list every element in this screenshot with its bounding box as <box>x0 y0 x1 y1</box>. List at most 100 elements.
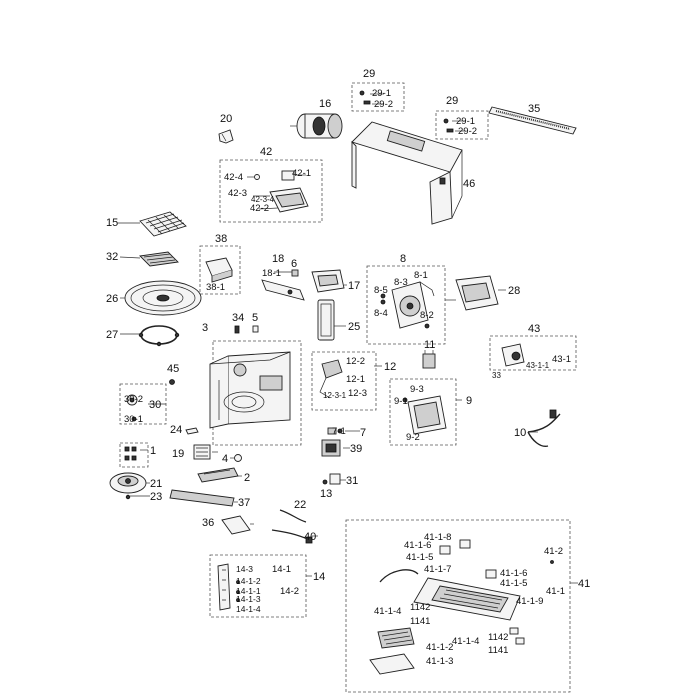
label-29: 29 <box>363 68 375 80</box>
part-28-duct-plate <box>455 275 499 311</box>
part-38-duct <box>205 257 233 283</box>
label-14-1-2: 14-1-2 <box>236 576 261 586</box>
label-14-1-3: 14-1-3 <box>236 594 261 604</box>
label-12-3: 12-3 <box>348 388 367 399</box>
label-30: 30 <box>149 399 161 411</box>
part-9-transformer-base <box>402 395 447 435</box>
label-17: 17 <box>348 280 360 292</box>
label-39: 39 <box>350 443 362 455</box>
label-45: 45 <box>167 363 179 375</box>
label-12-3-1: 12-3-1 <box>323 391 347 400</box>
label-18-1: 18-1 <box>262 268 281 279</box>
part-13-screw <box>322 479 328 485</box>
part-7-diode <box>327 427 343 435</box>
label-41-1: 41-1 <box>546 586 565 597</box>
part-27-roller-ring <box>138 325 180 347</box>
group-box-41 <box>345 519 571 693</box>
label-23: 23 <box>150 491 162 503</box>
label-14-1: 14-1 <box>272 564 291 575</box>
label-41-1-5: 41-1-5 <box>406 552 433 563</box>
label-1141: 1141 <box>488 645 508 656</box>
label-14-1-4: 14-1-4 <box>236 604 261 614</box>
part-19-keypad <box>193 444 211 460</box>
label-41-2: 41-2 <box>544 546 563 557</box>
label-29-2: 29-2 <box>374 99 393 110</box>
label-6: 6 <box>291 258 297 270</box>
label-35: 35 <box>528 103 540 115</box>
part-3-oven-cavity <box>209 351 291 429</box>
label-14-2: 14-2 <box>280 586 299 597</box>
part-26-turntable-tray <box>124 280 202 316</box>
label-13: 13 <box>320 488 332 500</box>
label-8-2: 8-2 <box>420 310 434 321</box>
label-9: 9 <box>466 395 472 407</box>
label-9-3: 9-3 <box>410 384 424 395</box>
label-41: 41 <box>578 578 590 590</box>
label-3: 3 <box>202 322 208 334</box>
group-box-29b <box>435 110 489 140</box>
part-37-handle <box>169 489 235 507</box>
label-8-4: 8-4 <box>374 308 388 319</box>
group-box-43 <box>489 335 577 371</box>
part-32-grease-filter <box>139 251 179 267</box>
label-11: 11 <box>424 339 435 351</box>
group-box-9 <box>389 378 457 446</box>
label-18: 18 <box>272 253 284 265</box>
part-21-turntable-coupler <box>109 472 147 494</box>
part-30-motor-coupler <box>126 394 138 422</box>
label-32: 32 <box>106 251 118 263</box>
part-45-grommet <box>169 379 175 385</box>
part-16-fan-motor <box>290 113 343 139</box>
part-46-outer-case <box>351 121 463 225</box>
label-41-1-5: 41-1-5 <box>500 578 527 589</box>
label-41-1-9: 41-1-9 <box>516 596 543 607</box>
label-41-1-6: 41-1-6 <box>500 568 527 579</box>
part-6-switch <box>291 269 299 277</box>
label-30-2: 30-2 <box>124 394 143 405</box>
label-4: 4 <box>222 453 228 465</box>
label-36: 36 <box>202 517 214 529</box>
label-30-1: 30-1 <box>124 414 143 425</box>
label-24: 24 <box>170 424 182 436</box>
part-24-screw <box>185 427 199 435</box>
label-28: 28 <box>508 285 520 297</box>
label-29-1: 29-1 <box>372 88 391 99</box>
label-14-1-3: 14-3 <box>236 564 253 574</box>
label-46: 46 <box>463 178 475 190</box>
part-11-fuse <box>422 350 436 369</box>
label-9-2: 9-2 <box>406 432 420 443</box>
part-31-switch-holder <box>329 473 341 485</box>
label-42-2: 42-2 <box>250 203 269 214</box>
part-43-thermostat <box>501 343 525 367</box>
label-2: 2 <box>244 472 250 484</box>
label-42-3: 42-3 <box>228 188 247 199</box>
part-4-knob <box>234 454 242 462</box>
group-box-1 <box>119 442 149 468</box>
part-29-kit-b <box>443 118 454 133</box>
label-1142: 1142 <box>488 632 508 643</box>
part-17-latch-board <box>311 269 345 293</box>
part-20-bracket <box>218 129 234 144</box>
part-2-control-panel <box>197 467 239 483</box>
label-29-2: 29-2 <box>458 126 477 137</box>
label-37: 37 <box>238 497 250 509</box>
label-41-1-3: 41-1-3 <box>426 656 453 667</box>
label-25: 25 <box>348 321 360 333</box>
part-23-screw <box>125 494 131 500</box>
label-14-1-1: 14-1-1 <box>236 586 261 596</box>
part-8-fan-assembly <box>380 281 435 329</box>
label-26: 26 <box>106 293 118 305</box>
part-29-kit-a <box>359 90 371 105</box>
part-22-wire <box>279 509 307 523</box>
label-22: 22 <box>294 499 306 511</box>
label-12-2: 12-2 <box>346 356 365 367</box>
label-14: 14 <box>313 571 325 583</box>
label-8-3: 8-3 <box>394 277 408 288</box>
label-29: 29 <box>446 95 458 107</box>
label-34: 34 <box>232 312 244 324</box>
label-27: 27 <box>106 329 118 341</box>
part-1-latch-kit <box>124 446 137 461</box>
label-41-1-4: 41-1-4 <box>452 636 479 647</box>
label-7: 7 <box>360 427 366 439</box>
